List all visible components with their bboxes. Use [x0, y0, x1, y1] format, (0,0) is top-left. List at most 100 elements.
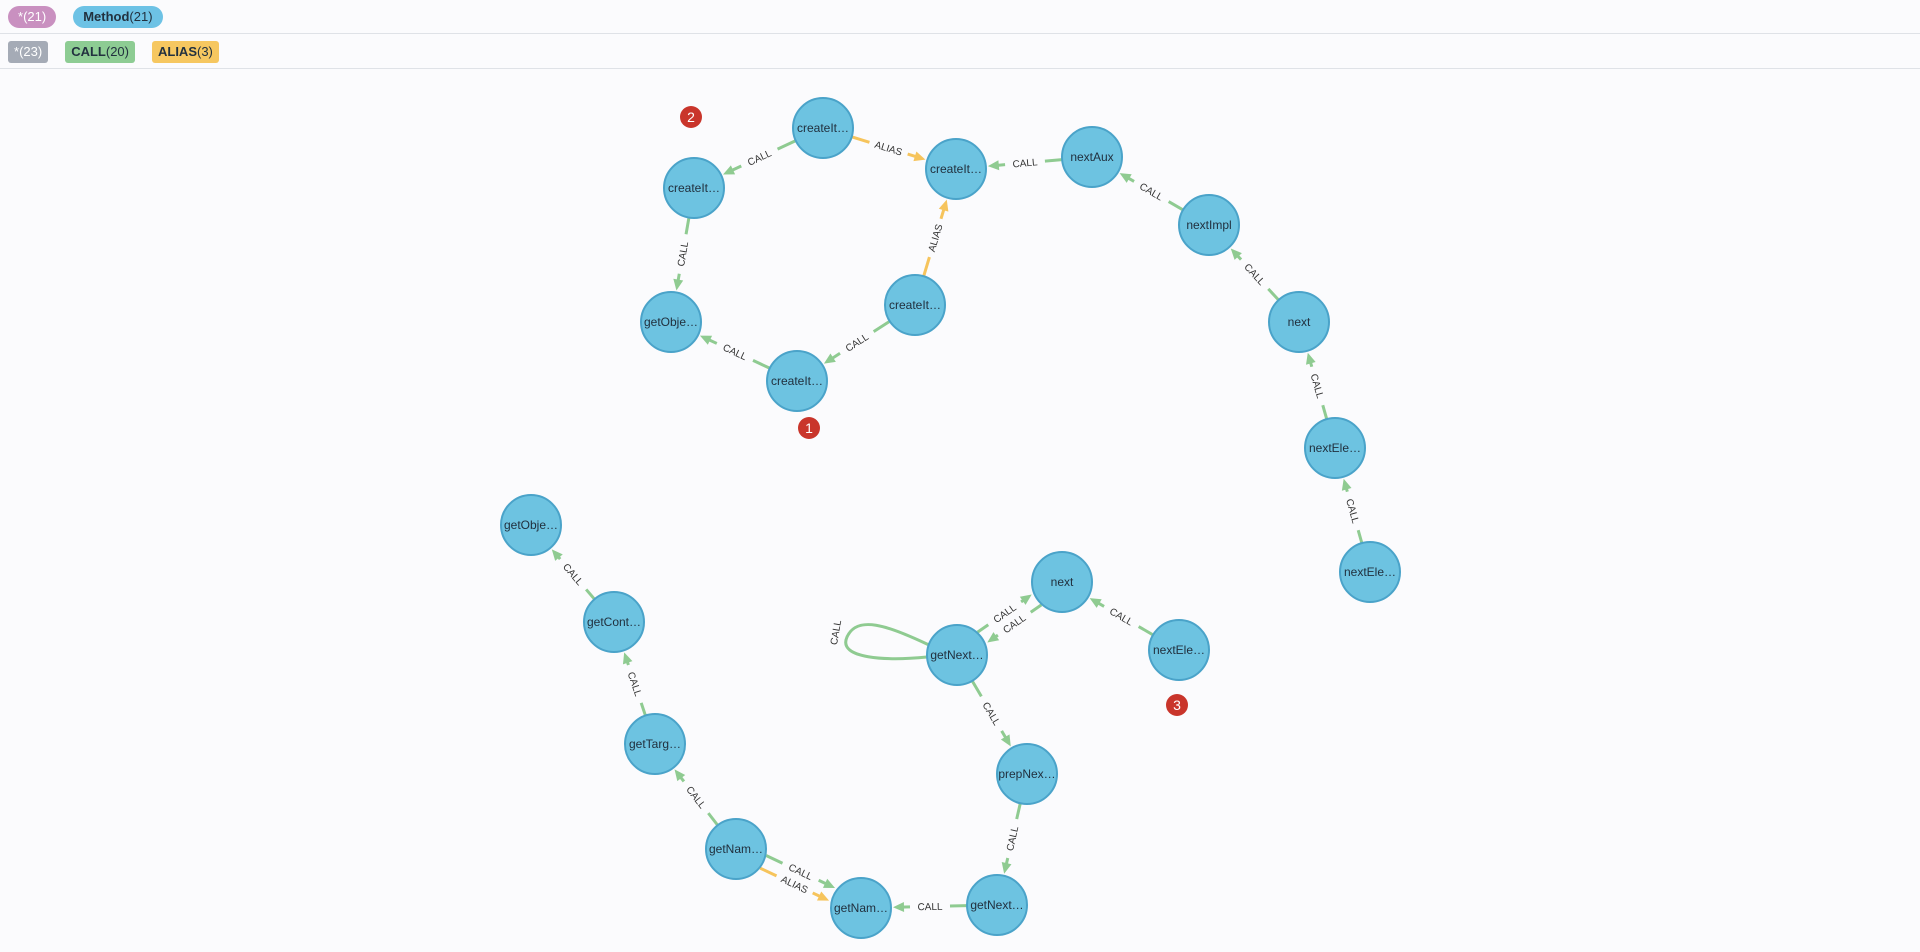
method-node-n19[interactable]: getNext… — [926, 624, 988, 686]
method-node-n8[interactable]: nextImpl — [1178, 194, 1240, 256]
edge-label: CALL — [1012, 157, 1038, 170]
edge-call-n15-n14[interactable]: CALL — [674, 769, 719, 827]
edge-label: CALL — [844, 332, 871, 355]
method-node-n10[interactable]: nextEle… — [1304, 417, 1366, 479]
edge-line — [970, 680, 983, 698]
node-label-all-name: * — [18, 9, 24, 24]
edge-call-n14-n13[interactable]: CALL — [622, 652, 647, 717]
node-circle — [1178, 194, 1240, 256]
node-circle — [996, 743, 1058, 805]
edge-call-n9-n8[interactable]: CALL — [1230, 248, 1280, 302]
edge-call-n21-n20[interactable]: CALL — [1089, 598, 1154, 637]
edge-line — [1267, 287, 1280, 302]
edge-label: CALL — [1005, 825, 1021, 852]
edge-label: CALL — [980, 701, 1002, 729]
method-node-n5[interactable]: createIt… — [766, 350, 828, 412]
edge-arrowhead — [823, 353, 836, 364]
edge-call-n13-n12[interactable]: CALL — [551, 549, 596, 601]
edge-call-n18-n17[interactable]: CALL — [1001, 802, 1022, 874]
edge-arrowhead — [938, 199, 949, 212]
rel-type-alias-name: ALIAS — [157, 44, 197, 59]
node-circle — [1268, 291, 1330, 353]
node-circle — [705, 818, 767, 880]
method-node-n15[interactable]: getNam… — [705, 818, 767, 880]
rel-type-call-tag[interactable]: CALL(20) — [65, 40, 135, 63]
node-circle — [966, 874, 1028, 936]
edge-call-n5-n4[interactable]: CALL — [699, 335, 771, 370]
method-node-n4[interactable]: getObje… — [640, 291, 702, 353]
node-circle — [766, 350, 828, 412]
method-node-n18[interactable]: prepNex… — [996, 743, 1058, 805]
edge-arrowhead — [723, 165, 736, 175]
rel-type-alias-tag[interactable]: ALIAS(3) — [151, 40, 219, 63]
node-label: getNam… — [709, 842, 763, 856]
edge-arrowhead — [1119, 173, 1132, 183]
node-label-method-pill[interactable]: Method(21) — [73, 5, 163, 28]
method-node-n1[interactable]: createIt… — [792, 97, 854, 159]
edge-call-n11-n10[interactable]: CALL — [1341, 478, 1364, 544]
node-label-all-pill[interactable]: *(21) — [8, 5, 57, 28]
edge-line — [707, 812, 719, 827]
edge-line — [1137, 625, 1154, 637]
edge-line — [776, 139, 797, 151]
method-node-n13[interactable]: getCont… — [583, 591, 645, 653]
node-label: nextImpl — [1186, 218, 1231, 232]
node-label: getObje… — [504, 518, 558, 532]
method-node-n2[interactable]: createIt… — [663, 157, 725, 219]
edge-call-n19-n18[interactable]: CALL — [970, 680, 1011, 747]
edge-alias-n1-n3[interactable]: ALIAS — [851, 135, 926, 162]
edge-arrowhead — [987, 160, 1000, 171]
node-label-method-count: (21) — [129, 9, 153, 24]
node-label: createIt… — [797, 121, 849, 135]
node-circle — [830, 877, 892, 939]
edge-call-n7-n3[interactable]: CALL — [987, 157, 1063, 171]
edge-alias-n6-n3[interactable]: ALIAS — [922, 199, 949, 277]
rel-type-call-name: CALL — [71, 44, 106, 59]
edge-call-n19-n19[interactable]: CALL — [829, 619, 930, 661]
method-node-n3[interactable]: createIt… — [925, 138, 987, 200]
method-node-n12[interactable]: getObje… — [500, 494, 562, 556]
method-node-n21[interactable]: nextEle… — [1148, 619, 1210, 681]
method-node-n11[interactable]: nextEle… — [1339, 541, 1401, 603]
node-circle — [1148, 619, 1210, 681]
edge-arrowhead — [822, 878, 836, 889]
edge-arrowhead — [987, 632, 1000, 643]
edge-line — [1015, 802, 1022, 820]
method-node-n20[interactable]: next — [1031, 551, 1093, 613]
edge-arrowhead — [913, 151, 926, 162]
edge-call-n10-n9[interactable]: CALL — [1306, 352, 1329, 420]
edge-label: CALL — [917, 902, 943, 914]
edge-label: CALL — [746, 148, 774, 169]
method-node-n7[interactable]: nextAux — [1061, 126, 1123, 188]
edge-call-n8-n7[interactable]: CALL — [1119, 173, 1184, 212]
rel-type-all-tag[interactable]: *(23) — [8, 40, 49, 63]
edge-call-n17-n16[interactable]: CALL — [892, 902, 968, 914]
edge-arrowhead — [551, 549, 563, 561]
node-label: getNext… — [930, 648, 983, 662]
method-node-n14[interactable]: getTarg… — [624, 713, 686, 775]
edge-label: CALL — [560, 562, 585, 588]
method-node-n16[interactable]: getNam… — [830, 877, 892, 939]
edge-call-n1-n2[interactable]: CALL — [723, 139, 797, 175]
edge-label: CALL — [1241, 262, 1266, 288]
edge-arrowhead — [1000, 734, 1011, 747]
method-node-n17[interactable]: getNext… — [966, 874, 1028, 936]
node-label: getCont… — [587, 615, 641, 629]
edge-line — [765, 854, 784, 865]
method-node-n9[interactable]: next — [1268, 291, 1330, 353]
edge-label: CALL — [721, 343, 749, 364]
node-circle — [500, 494, 562, 556]
edge-call-n2-n4[interactable]: CALL — [673, 217, 691, 291]
node-circle — [1061, 126, 1123, 188]
edge-label: CALL — [829, 619, 844, 646]
method-node-n6[interactable]: createIt… — [884, 274, 946, 336]
edge-line — [759, 866, 778, 878]
edge-line — [639, 702, 647, 717]
edge-call-n6-n5[interactable]: CALL — [823, 319, 891, 364]
edge-line — [1167, 200, 1184, 212]
node-label: createIt… — [930, 162, 982, 176]
node-label: getNam… — [834, 901, 888, 915]
rel-type-all-count: (23) — [19, 44, 43, 59]
node-label: nextEle… — [1344, 565, 1396, 579]
